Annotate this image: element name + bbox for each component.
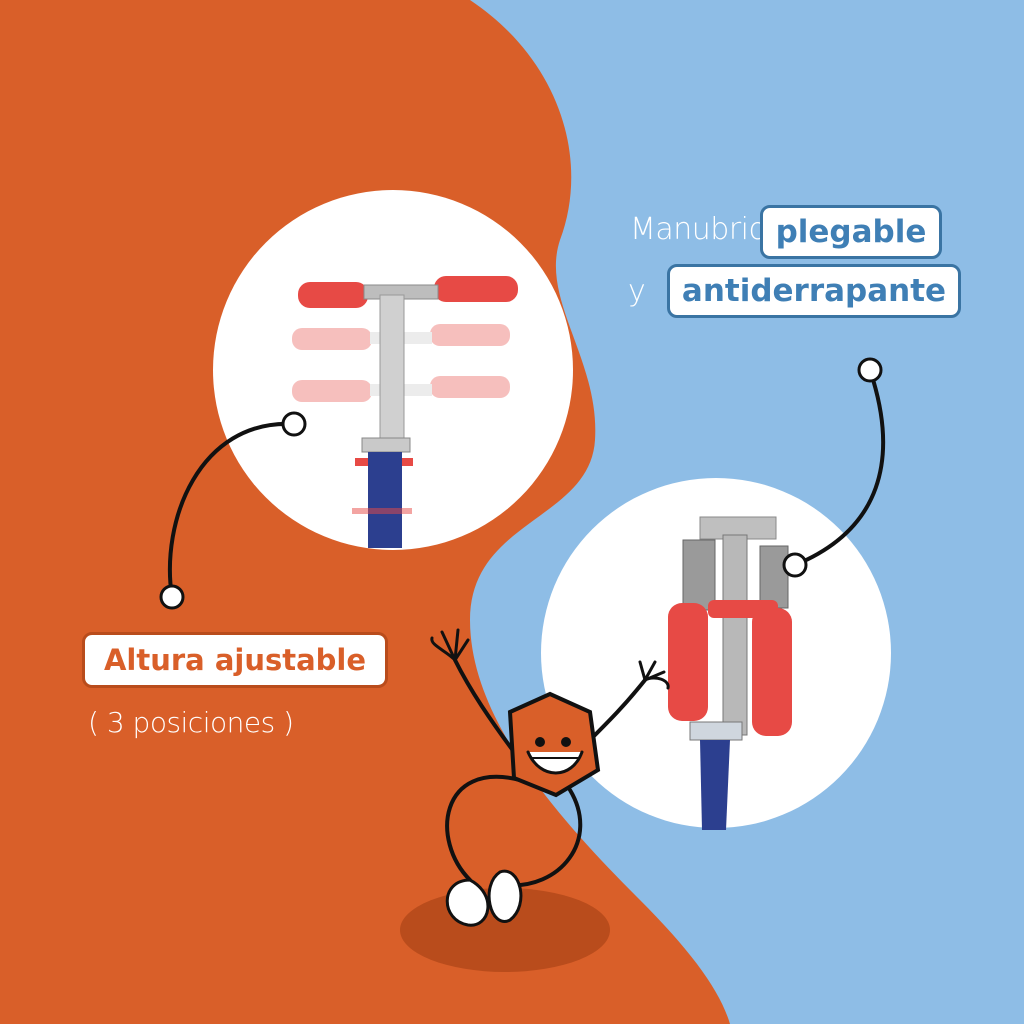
height-title-pill: Altura ajustable xyxy=(82,632,388,688)
handlebar-highlight-pill: plegable xyxy=(760,205,942,259)
height-subtitle-text: ( 3 posiciones ) xyxy=(88,706,294,739)
folding-connector-dot-bottom xyxy=(782,552,808,578)
folding-connector-dot-top xyxy=(857,357,883,383)
height-connector-dot-top xyxy=(281,411,307,437)
height-image-circle xyxy=(213,190,573,550)
folding-connector-line xyxy=(794,369,886,567)
handlebar-highlight2-text: antiderrapante xyxy=(681,273,947,309)
height-connector-line xyxy=(167,421,293,598)
handlebar-highlight-text: plegable xyxy=(775,214,927,250)
height-connector-dot-bottom xyxy=(159,584,185,610)
handlebar-connector-text: y xyxy=(628,274,646,309)
height-title-text: Altura ajustable xyxy=(103,643,367,677)
smiling-hexagon-mascot xyxy=(430,628,670,927)
handlebar-prefix-text: Manubrio xyxy=(630,212,767,247)
handlebar-highlight2-pill: antiderrapante xyxy=(667,264,961,318)
folding-image-circle xyxy=(541,478,891,830)
